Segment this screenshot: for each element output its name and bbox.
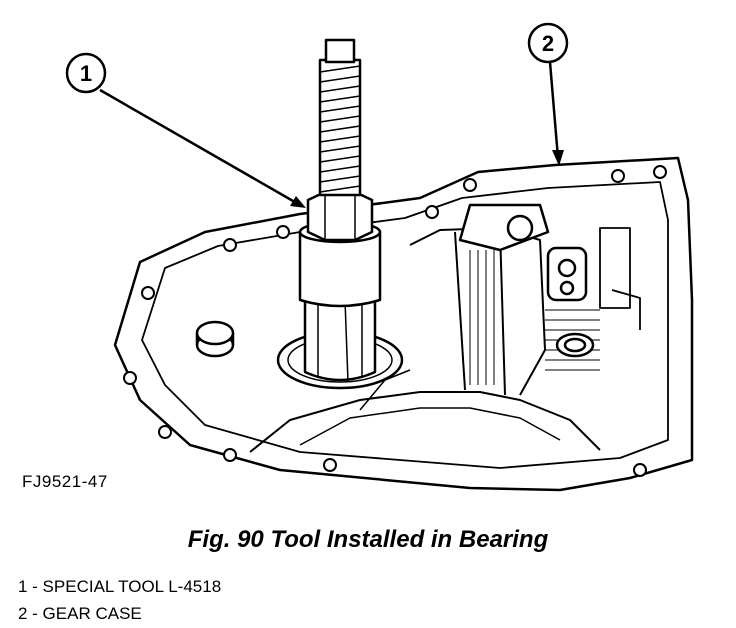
special-tool: [298, 38, 382, 383]
case-shading: [469, 250, 600, 385]
legend-item-gear-case: 2 - GEAR CASE: [18, 604, 142, 623]
flange-bolt-holes: [123, 165, 667, 477]
svg-text:1: 1: [80, 61, 92, 86]
callout-2: 2: [527, 22, 569, 166]
tool-installed-illustration: 1 2: [65, 22, 694, 492]
case-boss: [195, 320, 595, 358]
gear-case: [113, 156, 694, 492]
tool-threads: [319, 65, 361, 193]
figure-code: FJ9521-47: [22, 472, 108, 491]
callout-1: 1: [65, 52, 306, 208]
legend: 1 - SPECIAL TOOL L-4518 2 - GEAR CASE: [18, 573, 221, 627]
legend-item-special-tool: 1 - SPECIAL TOOL L-4518: [18, 577, 222, 596]
figure-caption: Fig. 90 Tool Installed in Bearing: [187, 526, 549, 553]
svg-text:2: 2: [542, 31, 554, 56]
